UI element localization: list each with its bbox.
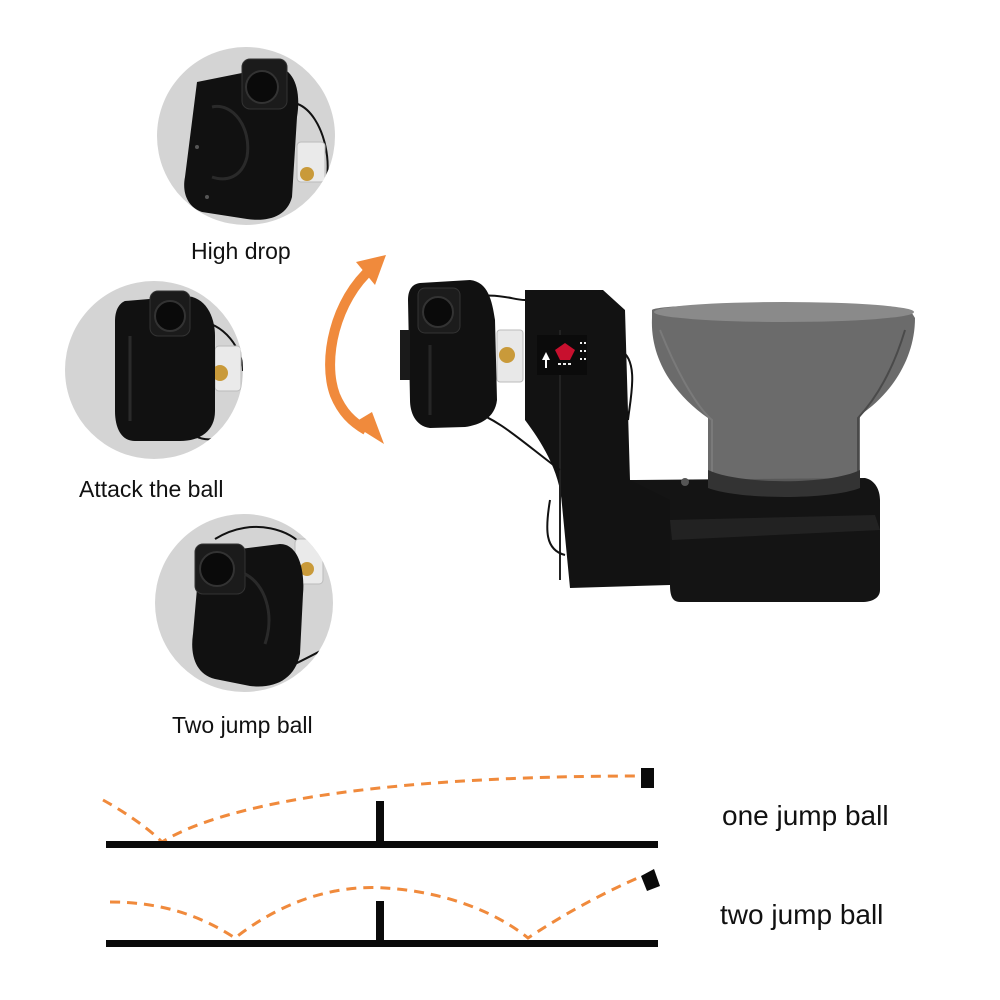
- net-icon: [376, 801, 384, 844]
- mode-label: Two jump ball: [172, 712, 313, 738]
- launcher-mark-icon: [641, 869, 660, 891]
- two-jump-trajectory: [106, 869, 660, 947]
- trajectory-label: one jump ball: [722, 800, 889, 831]
- table-line: [106, 841, 658, 848]
- mode-high-drop-image: [157, 47, 335, 225]
- mode-label: Attack the ball: [79, 476, 224, 502]
- launcher-head-icon: [192, 525, 333, 687]
- net-icon: [376, 901, 384, 944]
- mode-label: High drop: [191, 238, 291, 264]
- one-jump-trajectory: [102, 768, 658, 848]
- launcher-head-icon: [184, 58, 329, 220]
- trajectory-label: two jump ball: [720, 899, 884, 930]
- launcher-head-icon: [115, 290, 243, 441]
- mode-attack-image: [65, 281, 243, 459]
- launcher-mark-icon: [641, 768, 654, 788]
- table-line: [106, 940, 658, 947]
- mode-two-jump-image: [155, 514, 333, 692]
